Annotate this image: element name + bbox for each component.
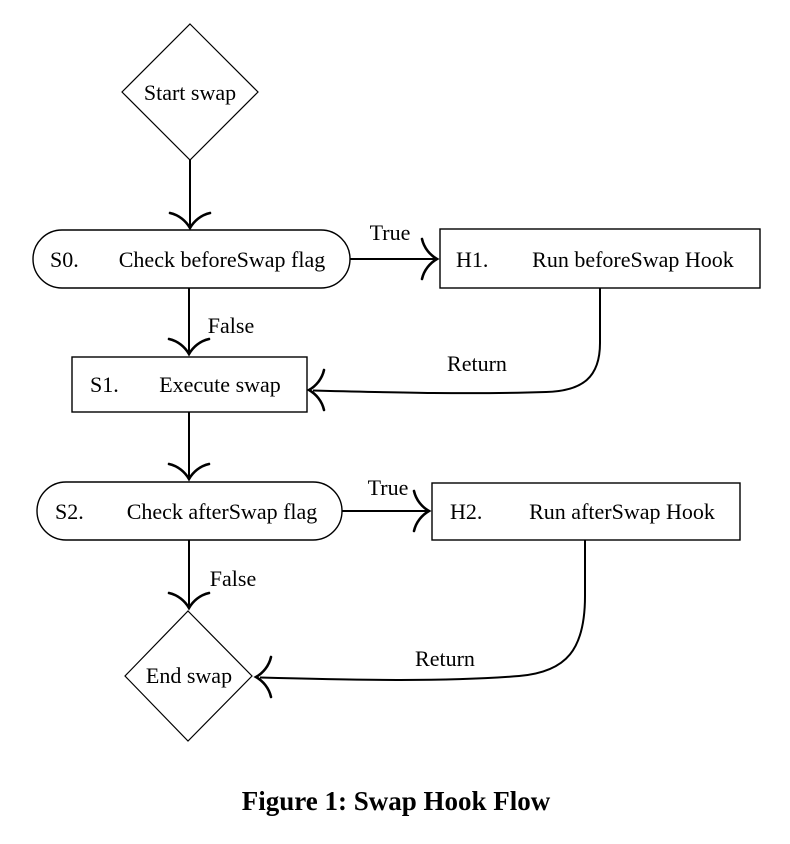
node-h2-label: Run afterSwap Hook — [529, 499, 715, 524]
edge-label-true-1: True — [370, 220, 411, 245]
node-s1-label: Execute swap — [159, 372, 281, 397]
edge-label-true-2: True — [368, 475, 409, 500]
edge-label-return-1: Return — [447, 351, 507, 376]
node-h1-rect — [439, 228, 761, 289]
node-s2-label: Check afterSwap flag — [127, 499, 318, 524]
node-end-label: End swap — [146, 663, 232, 688]
node-s2-id: S2. — [55, 499, 84, 524]
edge-label-false-1: False — [208, 313, 254, 338]
node-s0-id: S0. — [50, 247, 79, 272]
edge-label-return-2: Return — [415, 646, 475, 671]
edge-h1-s1 — [312, 288, 601, 395]
node-s1-id: S1. — [90, 372, 119, 397]
node-h1-label: Run beforeSwap Hook — [532, 247, 734, 272]
node-h2-rect — [431, 482, 741, 541]
node-end-diamond — [124, 610, 253, 742]
node-h1-id: H1. — [456, 247, 488, 272]
node-s1-rect — [71, 356, 308, 413]
edge-label-false-2: False — [210, 566, 256, 591]
edge-h2-end — [259, 540, 586, 681]
node-h2-id: H2. — [450, 499, 482, 524]
node-start-label: Start swap — [144, 80, 236, 105]
node-s0-label: Check beforeSwap flag — [119, 247, 325, 272]
figure-caption: Figure 1: Swap Hook Flow — [242, 786, 551, 816]
